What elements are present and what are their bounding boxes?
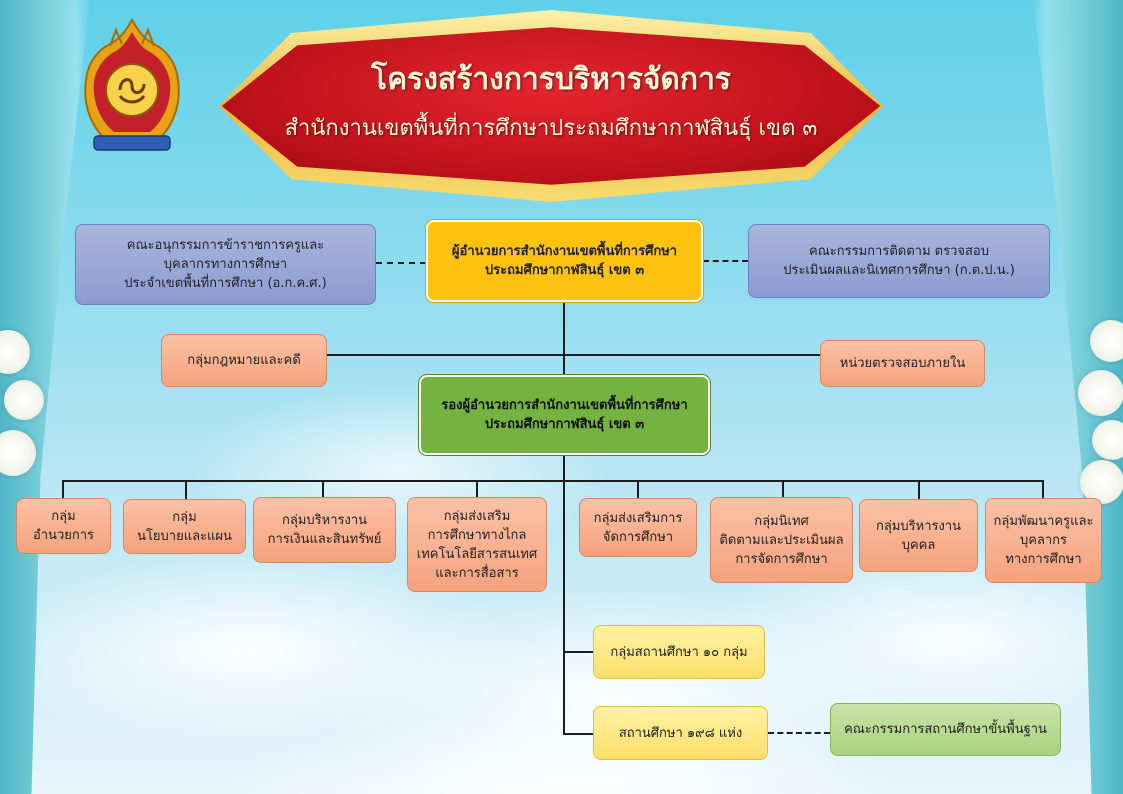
connector-school-board bbox=[768, 732, 830, 734]
white-flower-icon bbox=[1090, 320, 1123, 362]
school-board-label: คณะกรรมการสถานศึกษาขั้นพื้นฐาน bbox=[844, 722, 1047, 737]
title-banner: โครงสร้างการบริหารจัดการ สำนักงานเขตพื้น… bbox=[190, 10, 912, 202]
director-line-1: ผู้อำนวยการสำนักงานเขตพื้นที่การศึกษา bbox=[451, 244, 678, 259]
white-flower-icon bbox=[0, 430, 36, 476]
legal-group-box: กลุ่มกฎหมายและคดี bbox=[161, 334, 327, 387]
group-2-line-1: กลุ่ม bbox=[172, 509, 197, 525]
group-7-line-2: บุคคล bbox=[901, 537, 936, 553]
director-line-2: ประถมศึกษากาฬสินธุ์ เขต ๓ bbox=[484, 263, 645, 278]
committee-right-line-1: คณะกรรมการติดตาม ตรวจสอบ bbox=[809, 244, 989, 259]
group-8-line-3: ทางการศึกษา bbox=[1005, 552, 1082, 567]
deputy-director-box: รองผู้อำนวยการสำนักงานเขตพื้นที่การศึกษา… bbox=[419, 375, 710, 455]
connector-deputy-down bbox=[563, 455, 565, 735]
white-flower-icon bbox=[1092, 420, 1123, 460]
group-1-line-2: อำนวยการ bbox=[32, 528, 95, 543]
connector-schools bbox=[563, 733, 593, 735]
group-6-line-1: กลุ่มนิเทศ bbox=[754, 513, 809, 529]
group-box-finance: กลุ่มบริหารงาน การเงินและสินทรัพย์ bbox=[253, 497, 396, 563]
connector-group-1 bbox=[62, 480, 64, 498]
group-1-line-1: กลุ่ม bbox=[51, 509, 76, 524]
group-box-supervision: กลุ่มนิเทศ ติดตามและประเมินผล การจัดการศ… bbox=[710, 497, 853, 583]
group-4-line-1: กลุ่มส่งเสริม bbox=[443, 508, 511, 524]
schools-box: สถานศึกษา ๑๙๘ แห่ง bbox=[593, 706, 768, 760]
group-3-line-1: กลุ่มบริหารงาน bbox=[281, 513, 368, 528]
director-box: ผู้อำนวยการสำนักงานเขตพื้นที่การศึกษา ปร… bbox=[426, 220, 703, 302]
obec-emblem-icon bbox=[84, 18, 180, 151]
group-3-line-2: การเงินและสินทรัพย์ bbox=[267, 532, 382, 547]
committee-left-line-1: คณะอนุกรรมการข้าราชการครูและ bbox=[126, 238, 325, 253]
committee-left-box: คณะอนุกรรมการข้าราชการครูและ บุคลากรทางก… bbox=[75, 224, 376, 305]
committee-left-line-3: ประจำเขตพื้นที่การศึกษา (อ.ก.ค.ศ.) bbox=[124, 276, 327, 291]
white-flower-icon bbox=[1078, 370, 1123, 416]
school-board-box: คณะกรรมการสถานศึกษาขั้นพื้นฐาน bbox=[830, 703, 1061, 756]
group-2-line-2: นโยบายและแผน bbox=[137, 528, 232, 544]
page-title: โครงสร้างการบริหารจัดการ bbox=[370, 62, 732, 97]
banner-red-panel bbox=[221, 27, 881, 185]
group-8-line-2: บุคลากร bbox=[1019, 533, 1068, 548]
connector-group-6 bbox=[782, 480, 784, 497]
connector-group-5 bbox=[637, 480, 639, 498]
connector-director-down bbox=[563, 302, 565, 375]
group-6-line-2: ติดตามและประเมินผล bbox=[719, 532, 844, 548]
group-box-ict: กลุ่มส่งเสริม การศึกษาทางไกล เทคโนโลยีสา… bbox=[407, 497, 547, 592]
connector-group-3 bbox=[322, 480, 324, 497]
connector-legal-audit bbox=[326, 354, 820, 356]
connector-group-4 bbox=[476, 480, 478, 497]
connector-group-8 bbox=[1042, 480, 1044, 498]
connector-right-committee bbox=[703, 260, 748, 262]
committee-left-line-2: บุคลากรทางการศึกษา bbox=[163, 257, 288, 272]
connector-school-groups bbox=[563, 651, 593, 653]
deputy-line-1: รองผู้อำนวยการสำนักงานเขตพื้นที่การศึกษา bbox=[441, 398, 688, 413]
school-groups-label: กลุ่มสถานศึกษา ๑๐ กลุ่ม bbox=[610, 644, 748, 660]
group-box-teacher-development: กลุ่มพัฒนาครูและ บุคลากร ทางการศึกษา bbox=[985, 498, 1102, 583]
group-box-administration: กลุ่ม อำนวยการ bbox=[16, 498, 111, 554]
connector-group-7 bbox=[918, 480, 920, 499]
white-flower-icon bbox=[1080, 460, 1123, 504]
connector-groups-bus bbox=[62, 480, 1044, 482]
white-flower-icon bbox=[4, 380, 44, 420]
group-5-line-2: จัดการศึกษา bbox=[602, 529, 674, 545]
group-6-line-3: การจัดการศึกษา bbox=[735, 551, 828, 567]
legal-group-label: กลุ่มกฎหมายและคดี bbox=[187, 353, 301, 368]
school-groups-box: กลุ่มสถานศึกษา ๑๐ กลุ่ม bbox=[593, 625, 765, 679]
group-box-policy-plan: กลุ่ม นโยบายและแผน bbox=[123, 499, 246, 554]
internal-audit-label: หน่วยตรวจสอบภายใน bbox=[839, 356, 966, 371]
committee-right-box: คณะกรรมการติดตาม ตรวจสอบ ประเมินผลและนิเ… bbox=[748, 224, 1050, 298]
committee-right-line-2: ประเมินผลและนิเทศการศึกษา (ก.ต.ป.น.) bbox=[783, 263, 1015, 278]
group-box-personnel: กลุ่มบริหารงาน บุคคล bbox=[859, 499, 978, 572]
group-4-line-4: และการสื่อสาร bbox=[435, 565, 519, 581]
internal-audit-box: หน่วยตรวจสอบภายใน bbox=[820, 340, 985, 387]
connector-left-committee bbox=[376, 262, 426, 264]
group-8-line-1: กลุ่มพัฒนาครูและ bbox=[993, 514, 1094, 529]
group-5-line-1: กลุ่มส่งเสริมการ bbox=[593, 510, 683, 526]
connector-group-2 bbox=[185, 480, 187, 499]
group-4-line-2: การศึกษาทางไกล bbox=[427, 527, 527, 543]
group-4-line-3: เทคโนโลยีสารสนเทศ bbox=[416, 546, 538, 562]
deputy-line-2: ประถมศึกษากาฬสินธุ์ เขต ๓ bbox=[484, 417, 645, 432]
group-7-line-1: กลุ่มบริหารงาน bbox=[875, 518, 962, 534]
group-box-education-promotion: กลุ่มส่งเสริมการ จัดการศึกษา bbox=[579, 498, 697, 557]
page-subtitle: สำนักงานเขตพื้นที่การศึกษาประถมศึกษากาฬส… bbox=[284, 116, 818, 141]
schools-label: สถานศึกษา ๑๙๘ แห่ง bbox=[618, 725, 743, 741]
